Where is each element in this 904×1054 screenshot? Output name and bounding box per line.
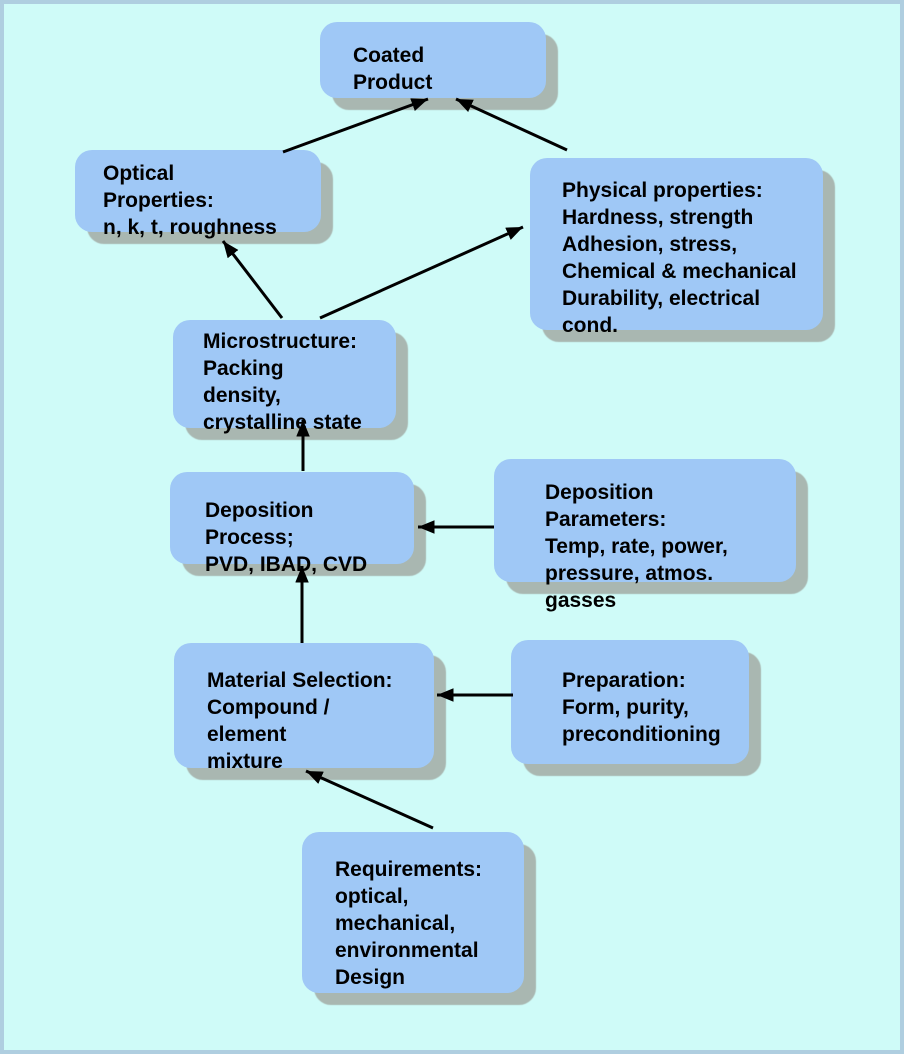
edge-microstructure-to-physical_properties — [319, 225, 524, 320]
node-optical-properties-label: Optical Properties: n, k, t, roughness — [103, 162, 277, 239]
node-coated-product: Coated Product — [320, 22, 546, 98]
node-requirements: Requirements: optical, mechanical, envir… — [302, 832, 524, 993]
node-microstructure-label: Microstructure: Packing density, crystal… — [203, 330, 362, 434]
edge-optical_properties-to-coated_product — [282, 97, 429, 154]
node-coated-product-label: Coated Product — [353, 44, 433, 94]
edge-physical_properties-to-coated_product — [455, 97, 568, 152]
node-optical-properties: Optical Properties: n, k, t, roughness — [75, 150, 321, 239]
node-deposition-parameters-label: Deposition Parameters: Temp, rate, power… — [545, 481, 728, 612]
edge-microstructure-to-optical_properties — [221, 240, 284, 319]
node-material-selection: Material Selection: Compound / element m… — [174, 643, 434, 773]
node-deposition-process: Deposition Process; PVD, IBAD, CVD — [170, 472, 414, 576]
node-preparation-label: Preparation: Form, purity, preconditioni… — [562, 669, 721, 746]
node-physical-properties: Physical properties: Hardness, strength … — [530, 158, 823, 337]
node-requirements-label: Requirements: optical, mechanical, envir… — [335, 858, 483, 989]
node-deposition-parameters: Deposition Parameters: Temp, rate, power… — [494, 459, 796, 612]
node-material-selection-label: Material Selection: Compound / element m… — [207, 669, 393, 773]
node-deposition-process-label: Deposition Process; PVD, IBAD, CVD — [205, 499, 368, 576]
edge-requirements-to-material_selection — [305, 769, 434, 830]
node-microstructure: Microstructure: Packing density, crystal… — [173, 320, 396, 434]
node-preparation: Preparation: Form, purity, preconditioni… — [511, 640, 749, 764]
node-physical-properties-label: Physical properties: Hardness, strength … — [562, 179, 797, 337]
